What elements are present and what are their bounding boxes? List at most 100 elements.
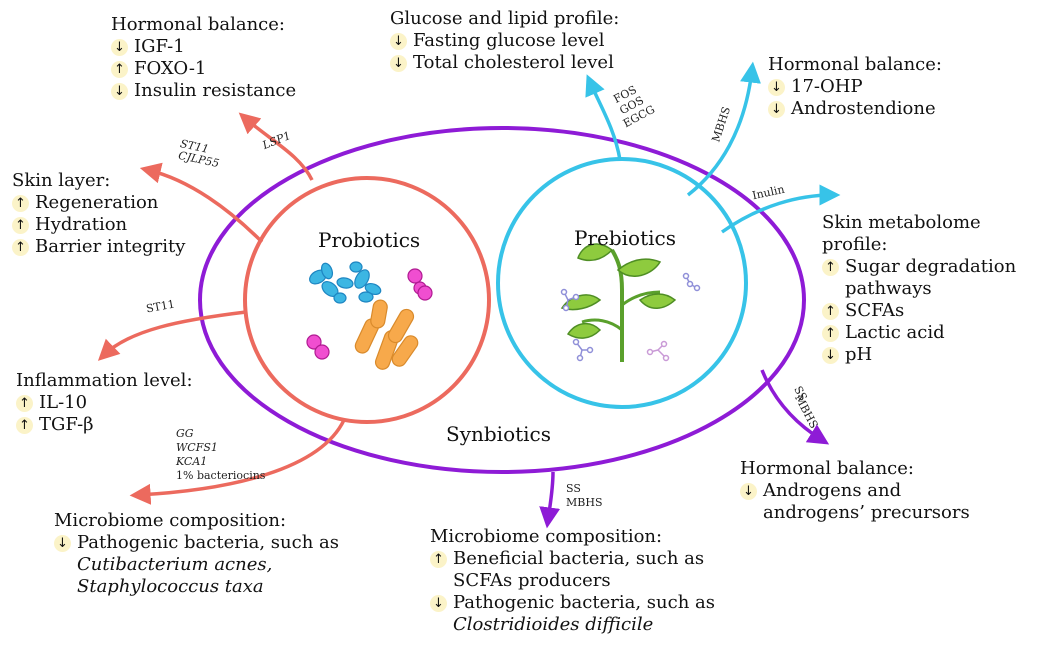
- microbiome-left-text: Pathogenic bacteria, such as: [77, 532, 339, 553]
- probiotics-label: Probiotics: [318, 228, 421, 252]
- hormonal-left-foxo1: FOXO-1: [134, 58, 207, 79]
- arrow-microbiome-bottom: [539, 471, 561, 529]
- up-arrow-icon: ↑: [12, 239, 29, 256]
- arrow-label-bacteriocins: 1% bacteriocins: [176, 469, 266, 482]
- microbiome-bottom-pathogenic: Pathogenic bacteria, such as: [453, 592, 715, 613]
- skin-metabolome-box: Skin metabolome profile: ↑ Sugar degrada…: [822, 212, 1016, 366]
- hormonal-left-insulin: Insulin resistance: [134, 80, 297, 101]
- skin-metabolome-item: ↓ pH: [822, 344, 1016, 366]
- arrow-label-mbhs-bottom: MBHS: [566, 496, 603, 509]
- hormonal-bottom-right-androgens: Androgens and: [763, 480, 902, 501]
- arrow-hormonal-right: [686, 61, 761, 197]
- down-arrow-icon: ↓: [111, 83, 128, 100]
- microbiome-bottom-box: Microbiome composition: ↑ Beneficial bac…: [430, 526, 715, 636]
- skin-metabolome-scfas: SCFAs: [845, 300, 905, 321]
- prebiotics-label: Prebiotics: [574, 226, 676, 250]
- skin-metabolome-item: ↑ SCFAs: [822, 300, 1016, 322]
- skin-layer-barrier: Barrier integrity: [35, 236, 186, 257]
- bacteria-illustration: [306, 261, 433, 370]
- arrow-glucose: [585, 74, 622, 161]
- up-arrow-icon: ↑: [12, 217, 29, 234]
- inflammation-il10: IL-10: [39, 392, 88, 413]
- plant-illustration: [560, 243, 701, 362]
- inflammation-box: Inflammation level: ↑ IL-10 ↑ TGF-β: [16, 370, 193, 436]
- up-arrow-icon: ↑: [822, 303, 839, 320]
- hormonal-left-item: ↑ FOXO-1: [111, 58, 296, 80]
- up-arrow-icon: ↑: [822, 325, 839, 342]
- microbiome-left-item: ↓ Pathogenic bacteria, such as Cutibacte…: [54, 532, 339, 598]
- arrow-label-wcfs1: WCFS1: [176, 441, 218, 454]
- microbiome-left-box: Microbiome composition: ↓ Pathogenic bac…: [54, 510, 339, 598]
- hormonal-left-item: ↓ IGF-1: [111, 36, 296, 58]
- skin-layer-item: ↑ Barrier integrity: [12, 236, 185, 258]
- skin-metabolome-title: Skin metabolome: [822, 212, 981, 233]
- inflammation-title: Inflammation level:: [16, 370, 193, 391]
- inflammation-item: ↑ TGF-β: [16, 414, 193, 436]
- hormonal-right-title: Hormonal balance:: [768, 54, 942, 75]
- hormonal-right-item: ↓ 17-OHP: [768, 76, 942, 98]
- hormonal-left-box: Hormonal balance: ↓ IGF-1 ↑ FOXO-1 ↓ Insuli…: [111, 14, 296, 102]
- down-arrow-icon: ↓: [390, 55, 407, 72]
- microbiome-bottom-clostridioides: Clostridioides difficile: [453, 614, 654, 635]
- inflammation-item: ↑ IL-10: [16, 392, 193, 414]
- microbiome-bottom-beneficial: Beneficial bacteria, such as: [453, 548, 705, 569]
- hormonal-left-title: Hormonal balance:: [111, 14, 285, 35]
- down-arrow-icon: ↓: [768, 101, 785, 118]
- arrow-inflammation: [97, 310, 247, 361]
- down-arrow-icon: ↓: [111, 39, 128, 56]
- skin-metabolome-sugar: Sugar degradation: [845, 256, 1017, 277]
- microbiome-left-species1: Cutibacterium acnes,: [77, 554, 273, 575]
- microbiome-left-title: Microbiome composition:: [54, 510, 287, 531]
- skin-metabolome-lactic: Lactic acid: [845, 322, 945, 343]
- down-arrow-icon: ↓: [822, 347, 839, 364]
- synbiotics-label: Synbiotics: [446, 422, 552, 446]
- microbiome-left-species2: Staphylococcus taxa: [77, 576, 264, 597]
- microbiome-bottom-title: Microbiome composition:: [430, 526, 663, 547]
- down-arrow-icon: ↓: [430, 595, 447, 612]
- glucose-item: ↓ Fasting glucose level: [390, 30, 619, 52]
- arrow-skin-metabolome: [720, 184, 841, 234]
- skin-metabolome-pathways: pathways: [845, 278, 932, 299]
- arrow-skin-layer: [139, 162, 264, 244]
- up-arrow-icon: ↑: [16, 417, 33, 434]
- arrow-label-gg: GG: [176, 427, 194, 440]
- up-arrow-icon: ↑: [822, 259, 839, 276]
- skin-metabolome-title2: profile:: [822, 234, 888, 255]
- down-arrow-icon: ↓: [768, 79, 785, 96]
- hormonal-bottom-right-title: Hormonal balance:: [740, 458, 914, 479]
- glucose-cholesterol: Total cholesterol level: [413, 52, 614, 73]
- glucose-item: ↓ Total cholesterol level: [390, 52, 619, 74]
- skin-metabolome-ph: pH: [845, 344, 873, 365]
- glucose-box: Glucose and lipid profile: ↓ Fasting gluc…: [390, 8, 619, 74]
- glucose-title: Glucose and lipid profile:: [390, 8, 620, 29]
- hormonal-right-item: ↓ Androstendione: [768, 98, 942, 120]
- hormonal-left-item: ↓ Insulin resistance: [111, 80, 296, 102]
- up-arrow-icon: ↑: [16, 395, 33, 412]
- up-arrow-icon: ↑: [12, 195, 29, 212]
- down-arrow-icon: ↓: [390, 33, 407, 50]
- up-arrow-icon: ↑: [111, 61, 128, 78]
- skin-layer-title: Skin layer:: [12, 170, 111, 191]
- probiotics-circle: [243, 176, 491, 424]
- hormonal-right-17ohp: 17-OHP: [791, 76, 863, 97]
- synbiotics-ellipse: [198, 126, 806, 474]
- microbiome-bottom-scfas: SCFAs producers: [453, 570, 611, 591]
- arrow-label-kca1: KCA1: [176, 455, 208, 468]
- skin-layer-hydration: Hydration: [35, 214, 128, 235]
- arrow-hormonal-bottom-right: [760, 369, 830, 445]
- arrow-microbiome-left: [129, 419, 346, 505]
- down-arrow-icon: ↓: [54, 535, 71, 552]
- skin-metabolome-item: ↑ Lactic acid: [822, 322, 1016, 344]
- up-arrow-icon: ↑: [430, 551, 447, 568]
- hormonal-right-androstendione: Androstendione: [791, 98, 936, 119]
- inflammation-tgfb: TGF-β: [39, 414, 94, 435]
- hormonal-left-igf1: IGF-1: [134, 36, 185, 57]
- hormonal-right-box: Hormonal balance: ↓ 17-OHP ↓ Androstendion…: [768, 54, 942, 120]
- arrow-label-ss-bottom: SS: [566, 482, 581, 495]
- glucose-fasting: Fasting glucose level: [413, 30, 605, 51]
